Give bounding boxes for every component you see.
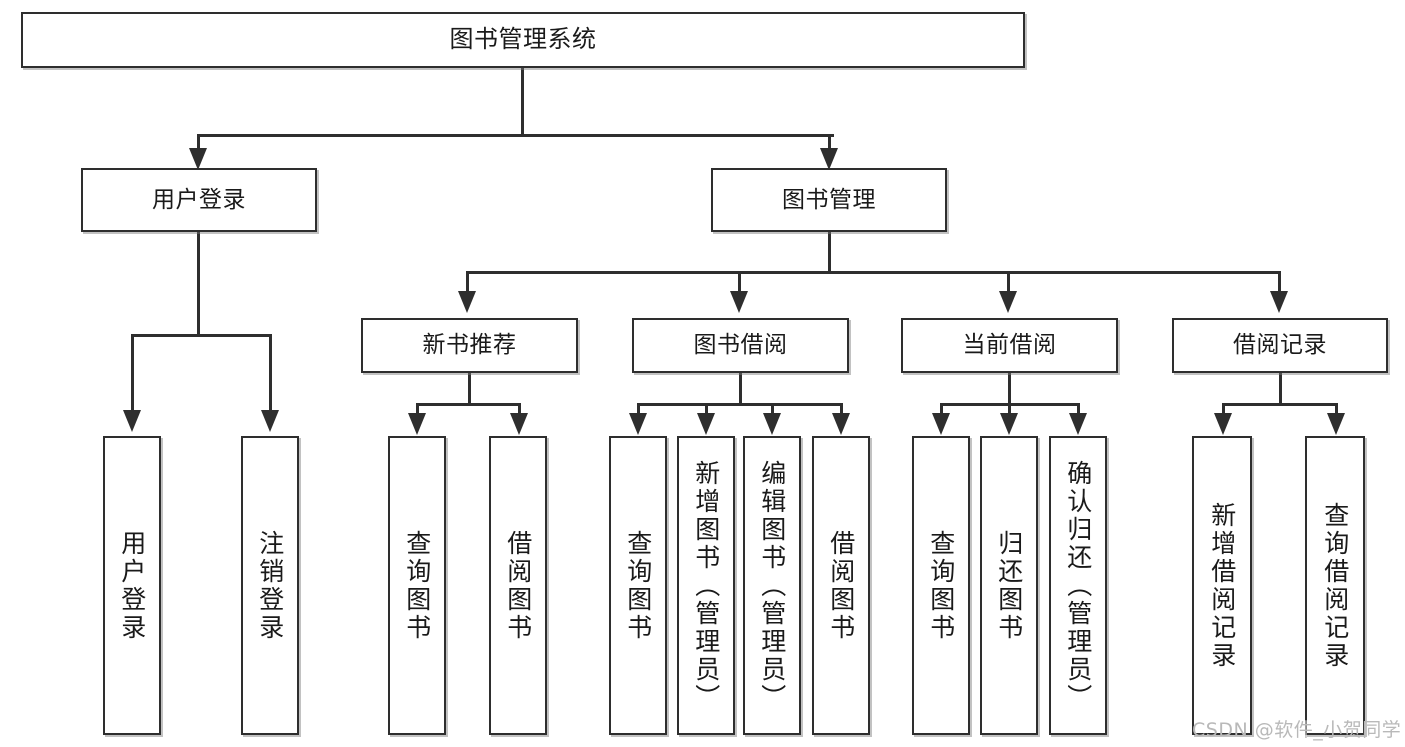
node-book-manage-label: 图书管理: [782, 186, 876, 213]
node-leaf-query-book-c-label: 查询图书: [926, 529, 956, 642]
node-leaf-add-record-label: 新增借阅记录: [1207, 501, 1237, 670]
arrow-to-leaf-query-book-a: [408, 413, 426, 435]
edge-cb-drop-3: [1077, 403, 1080, 417]
node-user-login-label: 用户登录: [152, 186, 246, 213]
edge-cb-drop-2: [1008, 403, 1011, 417]
edge-root-drop-book-manage: [828, 134, 831, 154]
edge-user-login-stem: [197, 232, 200, 337]
edge-bb-drop-3: [771, 403, 774, 417]
node-leaf-borrow-book-a-label: 借阅图书: [503, 529, 533, 642]
arrow-to-leaf-query-book-b: [629, 413, 647, 435]
node-book-borrow[interactable]: 图书借阅: [632, 318, 849, 373]
edge-bb-drop-4: [840, 403, 843, 417]
arrow-to-leaf-query-book-c: [932, 413, 950, 435]
node-leaf-user-login-label: 用户登录: [117, 529, 147, 642]
node-leaf-query-book-a[interactable]: 查询图书: [388, 436, 446, 735]
edge-bm-drop-current-borrow: [1007, 271, 1010, 293]
node-leaf-add-book[interactable]: 新增图书（管理员）: [677, 436, 735, 735]
edge-book-manage-stem: [828, 232, 831, 274]
node-leaf-query-book-b-label: 查询图书: [623, 529, 653, 642]
arrow-to-leaf-user-login: [123, 410, 141, 432]
edge-root-drop-user-login: [197, 134, 200, 154]
node-root[interactable]: 图书管理系统: [21, 12, 1025, 68]
node-book-manage[interactable]: 图书管理: [711, 168, 947, 232]
node-leaf-user-logout-label: 注销登录: [255, 529, 285, 642]
edge-br-drop-1: [1222, 403, 1225, 417]
edge-bb-drop-1: [637, 403, 640, 417]
edge-book-borrow-stem: [739, 373, 742, 406]
edge-bb-drop-2: [705, 403, 708, 417]
edge-book-borrow-bus: [637, 403, 842, 406]
node-leaf-add-book-label: 新增图书（管理员）: [691, 459, 721, 712]
node-user-login[interactable]: 用户登录: [81, 168, 317, 232]
node-leaf-add-record[interactable]: 新增借阅记录: [1192, 436, 1252, 735]
arrow-to-leaf-add-book: [697, 413, 715, 435]
node-leaf-user-login[interactable]: 用户登录: [103, 436, 161, 735]
arrow-to-book-borrow: [730, 291, 748, 313]
edge-br-drop-2: [1335, 403, 1338, 417]
node-leaf-borrow-book-a[interactable]: 借阅图书: [489, 436, 547, 735]
node-leaf-query-book-a-label: 查询图书: [402, 529, 432, 642]
edge-user-login-drop-1: [131, 334, 134, 414]
node-current-borrow-label: 当前借阅: [962, 332, 1057, 359]
node-borrow-record[interactable]: 借阅记录: [1172, 318, 1388, 373]
edge-cb-drop-1: [940, 403, 943, 417]
edge-borrow-record-bus: [1222, 403, 1338, 406]
node-new-book-rec[interactable]: 新书推荐: [361, 318, 578, 373]
node-leaf-query-record[interactable]: 查询借阅记录: [1305, 436, 1365, 735]
edge-root-bus: [197, 134, 834, 137]
node-leaf-query-record-label: 查询借阅记录: [1320, 501, 1350, 670]
node-book-borrow-label: 图书借阅: [693, 332, 788, 359]
edge-new-book-stem: [468, 373, 471, 406]
edge-nb-drop-1: [416, 403, 419, 417]
arrow-to-leaf-borrow-book-a: [510, 413, 528, 435]
node-leaf-return-book[interactable]: 归还图书: [980, 436, 1038, 735]
node-leaf-borrow-book-b-label: 借阅图书: [826, 529, 856, 642]
edge-current-borrow-stem: [1008, 373, 1011, 406]
arrow-to-leaf-borrow-book-b: [832, 413, 850, 435]
node-new-book-rec-label: 新书推荐: [422, 332, 517, 359]
arrow-to-book-manage: [820, 148, 838, 170]
arrow-to-user-login: [189, 148, 207, 170]
arrow-to-current-borrow: [999, 291, 1017, 313]
edge-bm-drop-borrow-record: [1278, 271, 1281, 293]
edge-book-manage-bus: [466, 271, 1278, 274]
arrow-to-leaf-query-record: [1327, 413, 1345, 435]
arrow-to-leaf-confirm-return: [1069, 413, 1087, 435]
edge-borrow-record-stem: [1279, 373, 1282, 406]
arrow-to-leaf-edit-book: [763, 413, 781, 435]
node-leaf-user-logout[interactable]: 注销登录: [241, 436, 299, 735]
edge-nb-drop-2: [518, 403, 521, 417]
node-borrow-record-label: 借阅记录: [1233, 332, 1327, 359]
node-current-borrow[interactable]: 当前借阅: [901, 318, 1118, 373]
edge-user-login-drop-2: [269, 334, 272, 414]
arrow-to-leaf-return-book: [1000, 413, 1018, 435]
node-leaf-borrow-book-b[interactable]: 借阅图书: [812, 436, 870, 735]
arrow-to-leaf-add-record: [1214, 413, 1232, 435]
edge-bm-drop-new-book: [466, 271, 469, 293]
node-leaf-return-book-label: 归还图书: [994, 529, 1024, 642]
edge-bm-drop-book-borrow: [738, 271, 741, 293]
node-leaf-query-book-b[interactable]: 查询图书: [609, 436, 667, 735]
node-leaf-edit-book[interactable]: 编辑图书（管理员）: [743, 436, 801, 735]
edge-new-book-bus: [416, 403, 521, 406]
edge-user-login-bus: [131, 334, 272, 337]
arrow-to-leaf-user-logout: [261, 410, 279, 432]
arrow-to-new-book-rec: [458, 291, 476, 313]
arrow-to-borrow-record: [1270, 291, 1288, 313]
node-leaf-confirm-return[interactable]: 确认归还（管理员）: [1049, 436, 1107, 735]
node-leaf-confirm-return-label: 确认归还（管理员）: [1063, 459, 1093, 712]
edge-root-stem: [521, 68, 524, 136]
node-leaf-query-book-c[interactable]: 查询图书: [912, 436, 970, 735]
node-root-label: 图书管理系统: [449, 25, 597, 54]
watermark: CSDN @软件_小贺同学: [1192, 719, 1402, 741]
node-leaf-edit-book-label: 编辑图书（管理员）: [757, 459, 787, 712]
